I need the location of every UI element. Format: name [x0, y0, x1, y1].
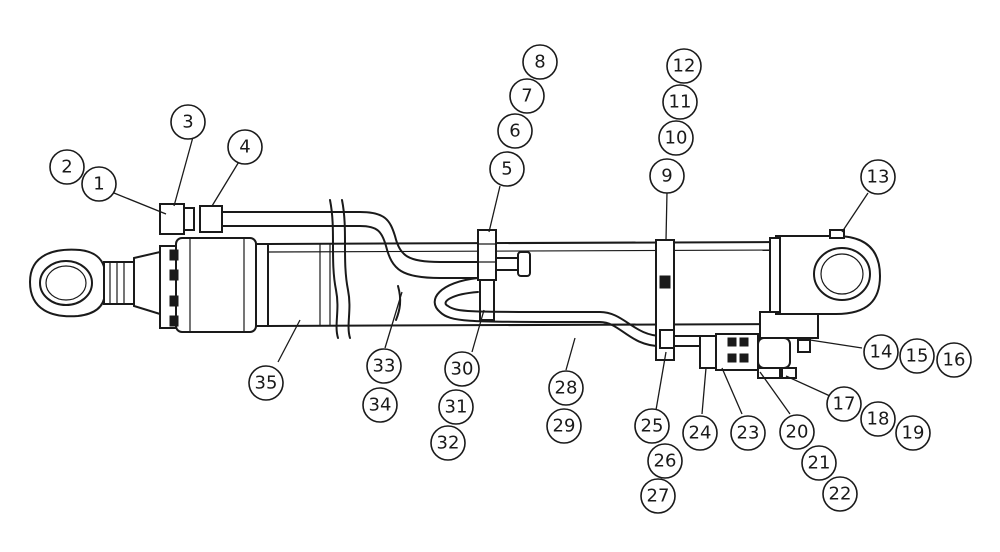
leader-35: [277, 319, 301, 363]
callout-11: 11: [662, 84, 698, 120]
leader-17: [785, 375, 831, 397]
callout-25: 25: [634, 408, 670, 444]
svg-text:30: 30: [451, 359, 474, 380]
svg-text:16: 16: [943, 350, 966, 371]
callout-27: 27: [640, 478, 676, 514]
svg-text:13: 13: [867, 167, 890, 188]
svg-text:31: 31: [445, 397, 468, 418]
svg-text:2: 2: [61, 157, 72, 178]
callout-4: 4: [227, 129, 263, 165]
callout-32: 32: [430, 425, 466, 461]
svg-text:17: 17: [833, 394, 856, 415]
callout-30: 30: [444, 351, 480, 387]
callout-3: 3: [170, 104, 206, 140]
leader-lines: [113, 136, 869, 415]
svg-text:22: 22: [829, 484, 852, 505]
leader-9: [665, 191, 668, 241]
callout-15: 15: [899, 338, 935, 374]
svg-text:10: 10: [665, 128, 688, 149]
svg-text:23: 23: [737, 423, 760, 444]
callout-26: 26: [647, 443, 683, 479]
leader-13: [841, 192, 869, 233]
svg-text:5: 5: [501, 159, 512, 180]
callout-24: 24: [682, 415, 718, 451]
callout-2: 2: [49, 149, 85, 185]
svg-text:1: 1: [93, 174, 104, 195]
leader-33: [384, 291, 403, 349]
callout-23: 23: [730, 415, 766, 451]
callout-6: 6: [497, 113, 533, 149]
svg-text:18: 18: [867, 409, 890, 430]
callout-33: 33: [366, 348, 402, 384]
callout-28: 28: [548, 370, 584, 406]
svg-text:21: 21: [808, 453, 831, 474]
svg-text:27: 27: [647, 486, 670, 507]
rod-eye: [28, 248, 106, 318]
callout-14: 14: [863, 334, 899, 370]
callout-18: 18: [860, 401, 896, 437]
svg-text:20: 20: [786, 422, 809, 443]
callout-9: 9: [649, 158, 685, 194]
leader-3: [173, 136, 194, 207]
leader-1: [113, 192, 167, 215]
leader-5: [488, 185, 501, 233]
svg-text:33: 33: [373, 356, 396, 377]
cylinder-head: [159, 237, 269, 333]
lower-hydraulic-tube: [433, 277, 701, 347]
callout-21: 21: [801, 445, 837, 481]
callout-34: 34: [362, 387, 398, 423]
svg-text:29: 29: [553, 416, 576, 437]
svg-text:35: 35: [255, 373, 278, 394]
break-lines: [329, 199, 351, 339]
callout-29: 29: [546, 408, 582, 444]
callout-bubbles: 1 2 3 4 5 6 7 8 9 10 11 12 13 14 15 16 1…: [49, 44, 972, 514]
svg-text:7: 7: [521, 86, 532, 107]
svg-text:24: 24: [689, 423, 712, 444]
leader-30: [471, 309, 485, 353]
leader-25: [655, 351, 667, 411]
piston-rod: [103, 250, 161, 316]
leader-20: [759, 371, 791, 415]
svg-text:11: 11: [669, 92, 692, 113]
upper-hydraulic-tube: [159, 203, 479, 321]
svg-text:26: 26: [654, 451, 677, 472]
callout-19: 19: [895, 415, 931, 451]
leader-14: [809, 339, 863, 349]
svg-text:15: 15: [906, 346, 929, 367]
svg-text:3: 3: [182, 112, 193, 133]
svg-text:9: 9: [661, 166, 672, 187]
tube-clamp-rear: [655, 239, 675, 361]
callout-22: 22: [822, 476, 858, 512]
svg-text:25: 25: [641, 416, 664, 437]
leader-23: [721, 367, 743, 415]
callout-31: 31: [438, 389, 474, 425]
valve-block: [699, 311, 819, 379]
leader-4: [211, 159, 241, 207]
callout-10: 10: [658, 120, 694, 156]
leader-24: [701, 367, 707, 415]
callout-12: 12: [666, 48, 702, 84]
svg-text:6: 6: [509, 121, 520, 142]
svg-text:14: 14: [870, 342, 893, 363]
svg-text:4: 4: [239, 137, 250, 158]
callout-20: 20: [779, 414, 815, 450]
svg-text:19: 19: [902, 423, 925, 444]
svg-text:28: 28: [555, 378, 578, 399]
callout-13: 13: [860, 159, 896, 195]
callout-1: 1: [81, 166, 117, 202]
callout-7: 7: [509, 78, 545, 114]
leader-28: [565, 337, 576, 371]
base-end: [769, 229, 882, 315]
callout-16: 16: [936, 342, 972, 378]
callout-17: 17: [826, 386, 862, 422]
callout-35: 35: [248, 365, 284, 401]
cylinder-assembly: [28, 199, 882, 379]
svg-text:34: 34: [369, 395, 392, 416]
svg-text:32: 32: [437, 433, 460, 454]
callout-8: 8: [522, 44, 558, 80]
callout-5: 5: [489, 151, 525, 187]
svg-text:8: 8: [534, 52, 545, 73]
svg-text:12: 12: [673, 56, 696, 77]
